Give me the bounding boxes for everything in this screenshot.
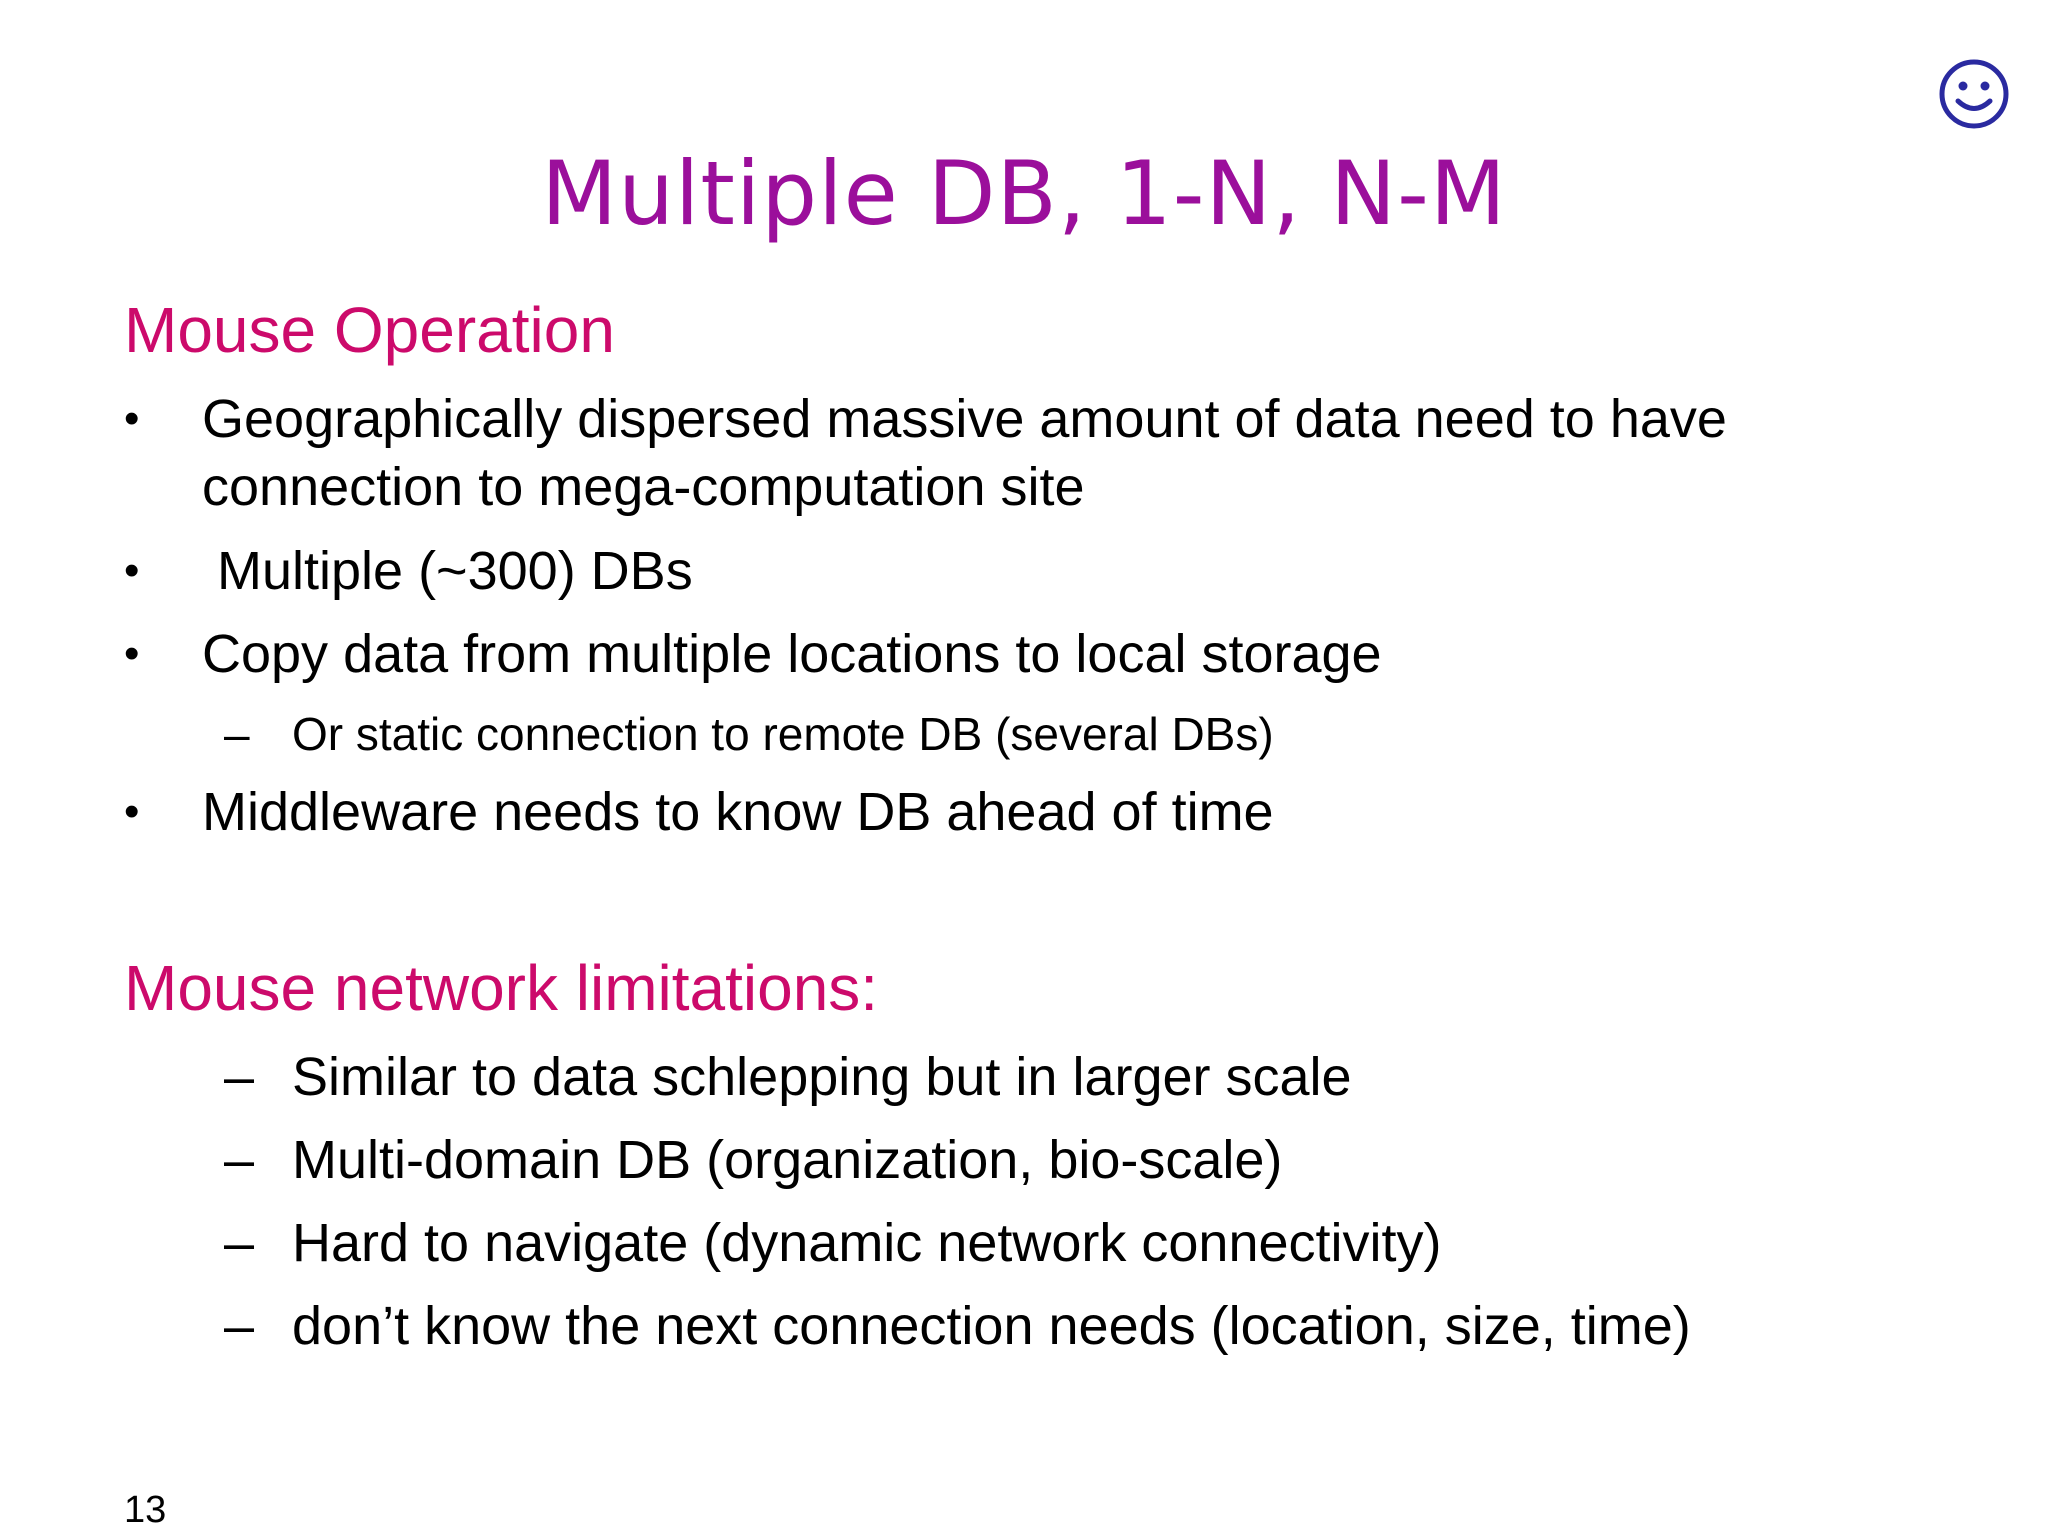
limitation-text: Multi-domain DB (organization, bio-scale… (292, 1130, 1283, 1190)
bullet-mark: • (124, 394, 140, 443)
section-heading-mouse-operation: Mouse Operation (124, 294, 615, 366)
bullet-text: Middleware needs to know DB ahead of tim… (202, 782, 1274, 842)
dash-mark: – (224, 708, 250, 760)
limitation-text: Similar to data schlepping but in larger… (292, 1047, 1352, 1107)
dash-mark: – (224, 1130, 255, 1190)
limitation-text: Hard to navigate (dynamic network connec… (292, 1213, 1442, 1273)
dash-mark: – (224, 1047, 255, 1107)
dash-mark: – (224, 1213, 255, 1273)
sub-bullet-text: Or static connection to remote DB (sever… (292, 708, 1274, 760)
bullet-text: Copy data from multiple locations to loc… (202, 624, 1382, 684)
bullet-mark: • (124, 787, 140, 836)
bullet-text: Multiple (~300) DBs (202, 541, 693, 601)
section-heading-network-limitations: Mouse network limitations: (124, 952, 879, 1024)
bullet-text: Geographically dispersed massive amount … (202, 389, 1727, 517)
limitation-text: don’t know the next connection needs (lo… (292, 1296, 1691, 1356)
slide-title: Multiple DB, 1-N, N-M (541, 142, 1507, 245)
dash-mark: – (224, 1296, 255, 1356)
smiley-face-icon (1939, 59, 2009, 129)
bullet-mark: • (124, 629, 140, 678)
bullet-mark: • (124, 546, 140, 595)
page-number: 13 (124, 1489, 167, 1531)
